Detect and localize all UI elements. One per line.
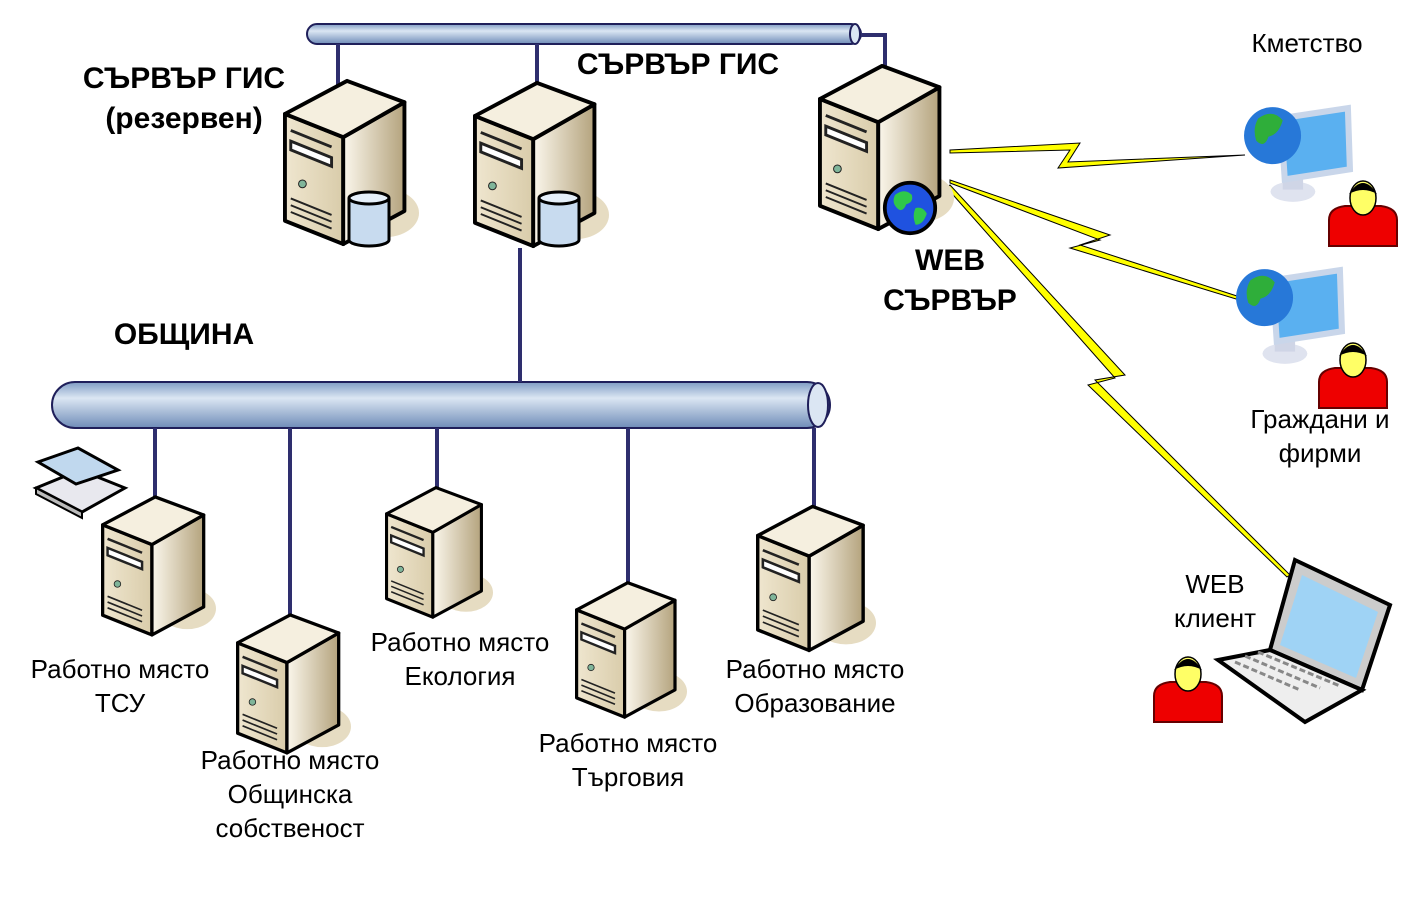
workstation-trade-icon (575, 581, 687, 719)
globe-icon (882, 180, 938, 236)
municipality-lan-bus (51, 381, 831, 429)
laptop-icon (1213, 557, 1393, 725)
workstation-education-icon (756, 504, 876, 653)
citizens-computer-icon (1236, 269, 1342, 364)
user-icon (1317, 341, 1389, 410)
gis-backbone-bus (306, 23, 862, 45)
workstation-ecology-icon (385, 486, 493, 619)
gis-reserve-label: СЪРВЪР ГИС(резервен) (83, 62, 285, 135)
mayoralty-label: Кметство (1251, 28, 1362, 58)
workstation-property-icon (236, 613, 351, 755)
gis-server-label: СЪРВЪР ГИС (577, 48, 779, 81)
database-icon (537, 190, 581, 248)
municipality-label: ОБЩИНА (114, 318, 254, 351)
mayoralty-computer-icon (1244, 107, 1350, 202)
user-icon (1327, 179, 1399, 248)
database-icon (347, 190, 391, 248)
scanner-icon (32, 446, 129, 520)
workstation-tsu-icon (101, 495, 216, 637)
user-icon (1152, 655, 1224, 724)
wireless-links (946, 142, 1291, 578)
